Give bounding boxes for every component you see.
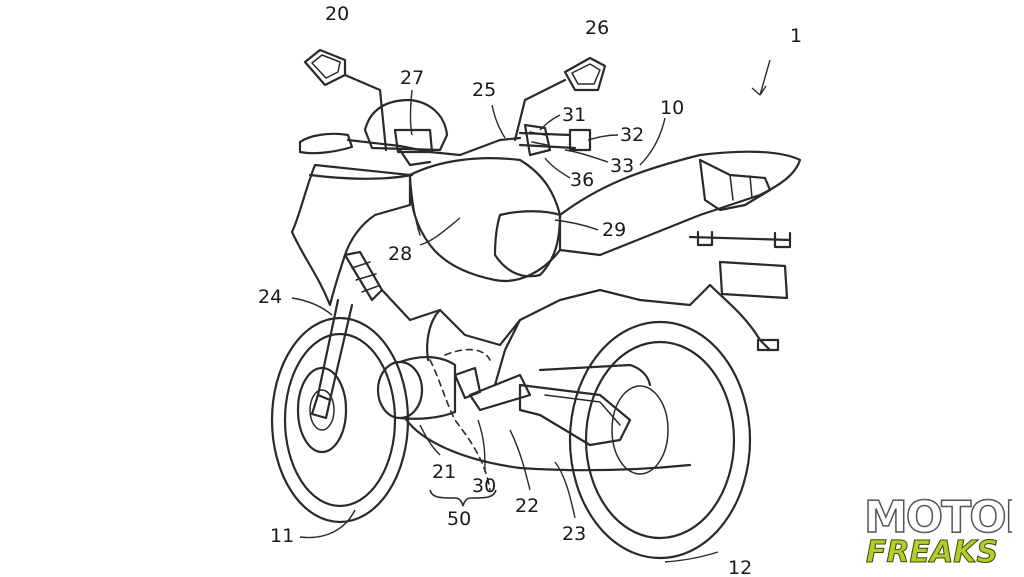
label-11: 11 xyxy=(270,525,294,547)
front-fork xyxy=(310,298,354,420)
label-29: 29 xyxy=(602,219,626,241)
label-50: 50 xyxy=(447,508,471,530)
switch-unit xyxy=(523,123,552,157)
instrument-cluster xyxy=(363,98,449,167)
side-frame xyxy=(380,283,712,387)
label-21: 21 xyxy=(432,461,456,483)
label-20: 20 xyxy=(325,3,349,25)
label-27: 27 xyxy=(400,67,424,89)
label-24: 24 xyxy=(258,286,282,308)
label-30: 30 xyxy=(472,475,496,497)
front-fairing xyxy=(290,163,414,307)
label-28: 28 xyxy=(388,243,412,265)
label-26: 26 xyxy=(585,17,609,39)
label-1: 1 xyxy=(790,25,802,47)
leader-lines xyxy=(291,59,771,563)
logo-freaks-text: FREAKS xyxy=(866,535,998,568)
label-22: 22 xyxy=(515,495,539,517)
rear-wheel xyxy=(568,320,752,560)
label-25: 25 xyxy=(472,79,496,101)
label-10: 10 xyxy=(660,97,684,119)
label-36: 36 xyxy=(570,169,594,191)
label-33: 33 xyxy=(610,155,634,177)
motorfreaks-logo: MOTOR FREAKS xyxy=(863,491,1012,568)
right-mirror xyxy=(513,56,607,142)
front-wheel xyxy=(270,316,410,524)
logo-motor-text: MOTOR xyxy=(864,492,1012,543)
label-32: 32 xyxy=(620,124,644,146)
reference-numerals: 1 10 11 12 20 21 22 23 24 25 26 27 28 29… xyxy=(258,3,802,577)
seat-tail xyxy=(558,150,802,352)
fuel-tank xyxy=(408,157,562,283)
label-23: 23 xyxy=(562,523,586,545)
engine-exhaust xyxy=(376,348,692,491)
label-12: 12 xyxy=(728,557,752,577)
brace-50 xyxy=(429,489,497,507)
left-mirror xyxy=(303,48,388,152)
label-31: 31 xyxy=(562,104,586,126)
